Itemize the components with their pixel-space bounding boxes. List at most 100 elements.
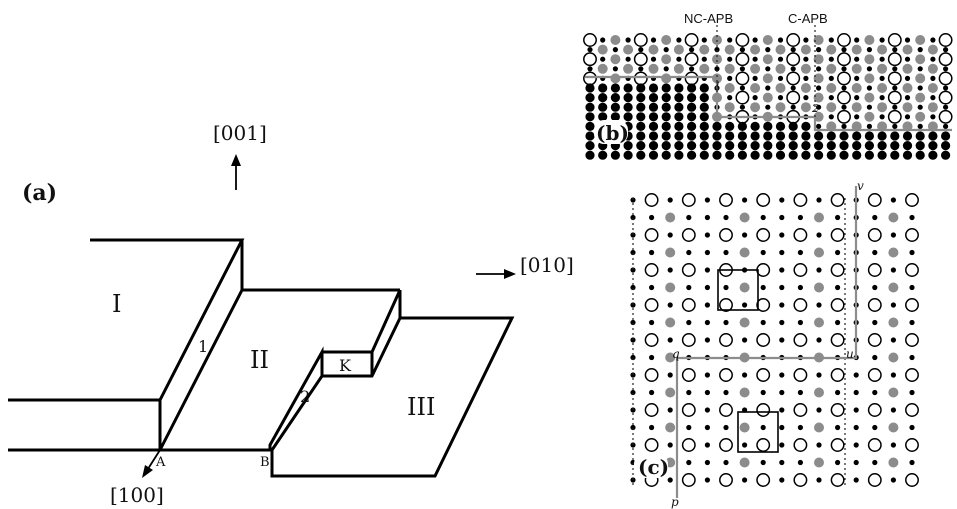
lattice-atom-gray	[814, 248, 824, 258]
lattice-atom-large	[839, 151, 848, 160]
lattice-atom-small	[779, 390, 784, 395]
lattice-atom-gray	[649, 45, 659, 55]
lattice-atom-small	[798, 460, 803, 465]
lattice-atom-small	[668, 442, 673, 447]
lattice-atom-open	[645, 229, 657, 241]
lattice-atom-small	[765, 66, 770, 71]
lattice-atom-small	[816, 85, 821, 90]
lattice-atom-small	[705, 477, 710, 482]
lattice-atom-small	[891, 477, 896, 482]
lattice-atom-small	[723, 215, 728, 220]
lattice-atom-small	[638, 47, 643, 52]
lattice-atom-small	[829, 95, 834, 100]
lattice-atom-large	[674, 112, 683, 121]
lattice-atom-large	[598, 93, 607, 102]
lattice-atom-small	[705, 407, 710, 412]
lattice-atom-small	[841, 124, 846, 129]
lattice-atom-large	[712, 141, 721, 150]
lattice-atom-large	[725, 151, 734, 160]
lattice-atom-small	[891, 407, 896, 412]
lattice-atom-small	[872, 460, 877, 465]
lattice-atom-open	[831, 194, 843, 206]
lattice-atom-small	[909, 215, 914, 220]
lattice-atom-gray	[888, 213, 898, 223]
lattice-atom-gray	[864, 73, 874, 83]
lattice-atom-gray	[888, 423, 898, 433]
lattice-atom-large	[776, 122, 785, 131]
lattice-atom-gray	[740, 423, 750, 433]
lattice-atom-small	[803, 95, 808, 100]
lattice-atom-small	[905, 95, 910, 100]
lattice-atom-large	[649, 103, 658, 112]
lattice-atom-open	[757, 439, 769, 451]
lattice-atom-gray	[699, 64, 709, 74]
lattice-atom-large	[763, 131, 772, 140]
lattice-atom-large	[662, 83, 671, 92]
lattice-atom-small	[867, 66, 872, 71]
lattice-atom-small	[705, 320, 710, 325]
lattice-atom-open	[683, 404, 695, 416]
lattice-atom-large	[674, 103, 683, 112]
lattice-atom-large	[662, 112, 671, 121]
lattice-atom-small	[816, 267, 821, 272]
lattice-atom-small	[649, 425, 654, 430]
lattice-atom-gray	[903, 83, 913, 93]
lattice-atom-open	[831, 229, 843, 241]
lattice-atom-gray	[661, 73, 671, 83]
lattice-atom-gray	[903, 64, 913, 74]
lattice-atom-open	[869, 404, 881, 416]
panel-b: NC-APB C-APB 1 2 (b)	[584, 11, 952, 160]
lattice-atom-open	[736, 72, 748, 84]
lattice-atom-gray	[763, 54, 773, 64]
lattice-atom-small	[841, 47, 846, 52]
lattice-atom-large	[839, 141, 848, 150]
lattice-atom-small	[753, 76, 758, 81]
lattice-atom-small	[854, 407, 859, 412]
lattice-atom-gray	[888, 388, 898, 398]
lattice-atom-small	[892, 105, 897, 110]
lattice-atom-small	[740, 85, 745, 90]
lattice-atom-large	[941, 131, 950, 140]
lattice-atom-large	[687, 122, 696, 131]
point-2-label: 2	[811, 102, 819, 115]
lattice-atom-small	[705, 232, 710, 237]
lattice-atom-small	[798, 250, 803, 255]
lattice-atom-small	[686, 460, 691, 465]
lattice-atom-open	[906, 474, 918, 486]
lattice-atom-small	[686, 390, 691, 395]
lattice-atom-large	[890, 151, 899, 160]
step-1-label: 1	[198, 337, 208, 356]
lattice-atom-large	[649, 93, 658, 102]
lattice-atom-small	[816, 442, 821, 447]
lattice-atom-small	[765, 47, 770, 52]
lattice-atom-large	[674, 131, 683, 140]
lattice-atom-open	[906, 404, 918, 416]
lattice-atom-small	[727, 76, 732, 81]
lattice-b	[584, 34, 952, 160]
lattice-atom-open	[787, 72, 799, 84]
lattice-atom-open	[794, 474, 806, 486]
lattice-atom-small	[761, 425, 766, 430]
lattice-atom-large	[712, 122, 721, 131]
lattice-atom-gray	[665, 388, 675, 398]
lattice-atom-small	[779, 407, 784, 412]
lattice-atom-small	[891, 267, 896, 272]
lattice-atom-small	[829, 114, 834, 119]
lattice-atom-small	[686, 425, 691, 430]
lattice-atom-gray	[598, 64, 608, 74]
lattice-atom-small	[835, 425, 840, 430]
lattice-atom-large	[763, 122, 772, 131]
lattice-atom-large	[700, 151, 709, 160]
lattice-atom-large	[903, 131, 912, 140]
lattice-atom-small	[829, 37, 834, 42]
lattice-atom-open	[906, 229, 918, 241]
lattice-atom-small	[761, 285, 766, 290]
lattice-atom-large	[636, 112, 645, 121]
lattice-atom-small	[909, 320, 914, 325]
lattice-atom-small	[892, 47, 897, 52]
lattice-atom-small	[930, 76, 935, 81]
lattice-atom-large	[738, 122, 747, 131]
lattice-atom-large	[585, 122, 594, 131]
lattice-atom-gray	[888, 318, 898, 328]
lattice-atom-open	[869, 334, 881, 346]
